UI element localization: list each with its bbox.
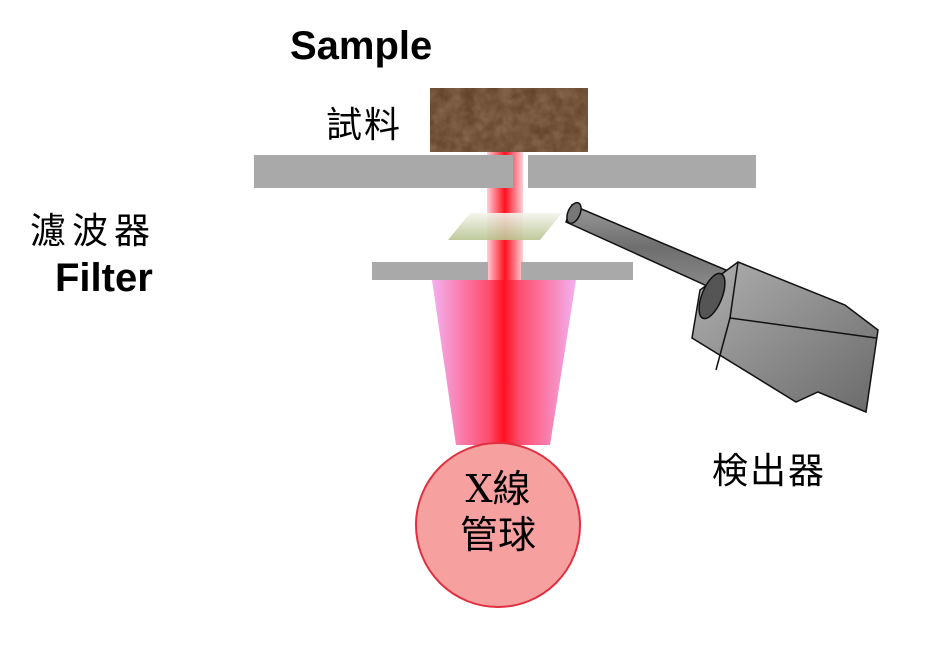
filter-sheet xyxy=(448,213,562,240)
filter-label-en: Filter xyxy=(55,256,153,300)
sample-label-jp: 試料 xyxy=(326,105,403,146)
detector xyxy=(565,201,879,414)
lower-plate-right xyxy=(521,262,633,280)
tube-label-line2: 管球 xyxy=(459,513,536,557)
tube-label-line1: X線 xyxy=(465,467,531,511)
detector-label: 検出器 xyxy=(712,451,827,492)
filter-label-jp: 濾波器 xyxy=(30,211,157,252)
lower-plate-left xyxy=(372,262,488,280)
top-plate-right xyxy=(528,155,756,188)
sample-label-en: Sample xyxy=(290,24,433,68)
xray-tube xyxy=(415,442,581,608)
top-plate-left xyxy=(254,155,513,188)
tube-label: X線 管球 xyxy=(418,466,578,558)
xray-cone xyxy=(432,280,576,445)
